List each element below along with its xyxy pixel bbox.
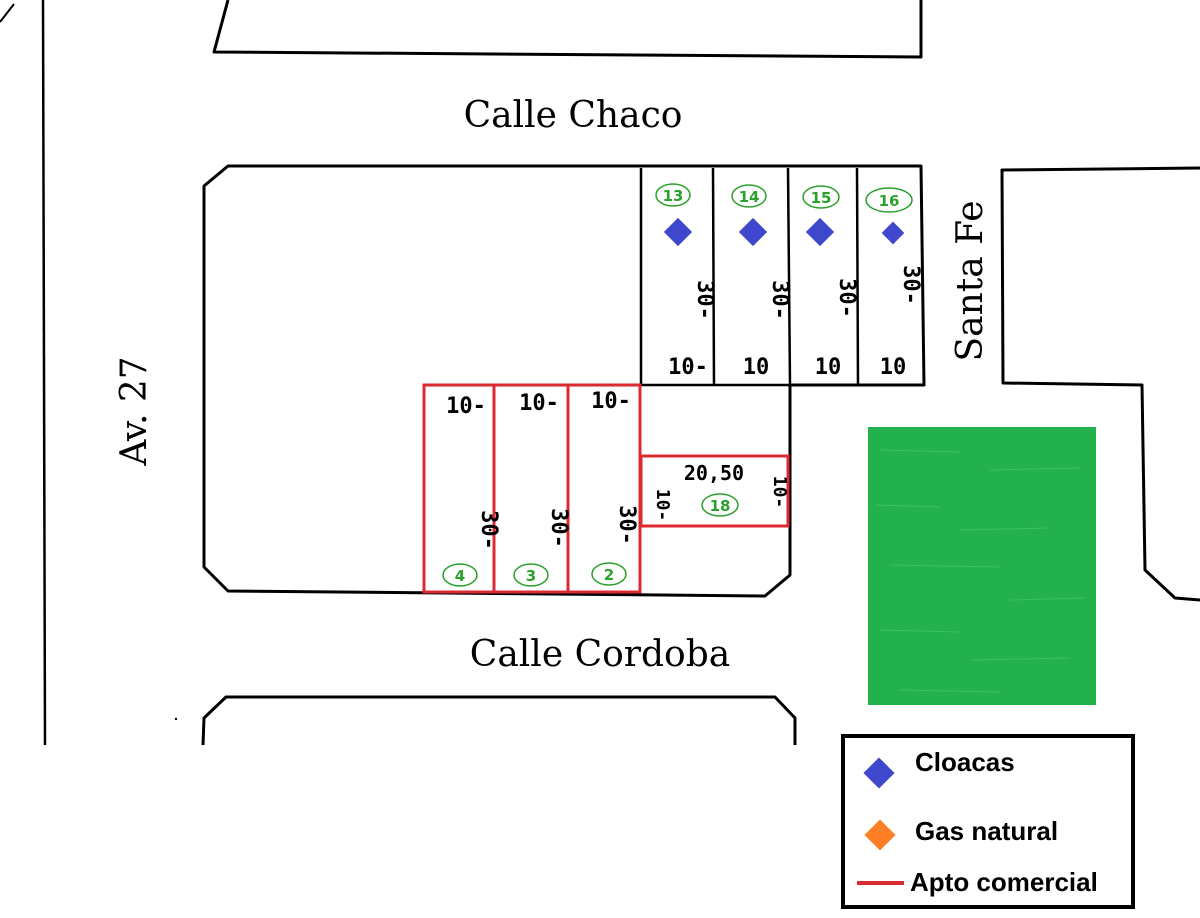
lot-number: 2 — [604, 566, 614, 584]
lot-number: 14 — [739, 188, 760, 206]
lot-divider — [711, 167, 716, 386]
lot-4[interactable]: 10- 30- 4 — [442, 394, 501, 587]
cloacas-diamond-icon — [881, 221, 905, 245]
lot-front: 10 — [815, 355, 842, 380]
street-name-west: Av. 27 — [114, 356, 155, 466]
lot-number: 16 — [879, 192, 900, 210]
lot-18[interactable]: 20,50 10- 10- 18 — [652, 461, 790, 521]
lot-15[interactable]: 15 30- 10 — [802, 185, 859, 380]
lot-number-badge — [865, 187, 913, 213]
legend-label-gas-natural: Gas natural — [915, 816, 1058, 846]
lot-depth: 30- — [834, 278, 859, 318]
avenue-line-west — [41, 0, 47, 746]
lot-16[interactable]: 16 30- 10 — [865, 187, 923, 380]
cloacas-diamond-icon — [805, 217, 835, 247]
lot-number-badge — [442, 563, 478, 587]
lot-depth: 30- — [476, 510, 501, 550]
avenue-corner-mark — [0, 3, 15, 23]
lot-depth: 30- — [767, 280, 792, 320]
legend-box — [841, 734, 1135, 909]
block-outline-north — [212, 0, 923, 59]
green-area — [868, 427, 1096, 705]
lot-side-left: 10- — [652, 489, 673, 522]
legend-label-cloacas: Cloacas — [915, 747, 1015, 777]
block-outline-south — [201, 695, 797, 746]
lot-side-right: 10- — [769, 476, 790, 509]
lot-number: 15 — [811, 189, 832, 207]
block-outline-east — [1000, 166, 1200, 602]
lot-number: 18 — [710, 497, 731, 515]
lot-13[interactable]: 13 30- 10- — [655, 183, 717, 380]
cloacas-diamond-icon — [663, 217, 693, 247]
lot-depth: 30- — [546, 508, 571, 548]
street-name-south: Calle Cordoba — [470, 634, 730, 675]
lot-depth: 30- — [692, 280, 717, 320]
lot-front: 10- — [668, 355, 708, 380]
lot-number-badge — [701, 493, 739, 517]
lot-front: 10- — [519, 391, 559, 416]
lot-depth: 30- — [614, 505, 639, 545]
apto-comercial-outline — [566, 383, 642, 594]
lot-front: 10- — [591, 389, 631, 414]
lot-divider — [855, 167, 860, 386]
speck — [174, 717, 178, 721]
lot-divider — [786, 167, 792, 386]
lot-front: 20,50 — [684, 461, 744, 485]
lot-front: 10 — [880, 355, 907, 380]
lot-number: 3 — [526, 567, 536, 585]
lot-number: 13 — [663, 187, 684, 205]
lot-14[interactable]: 14 30- 10 — [731, 184, 792, 380]
lot-number-badge — [731, 184, 767, 208]
cloacas-diamond-icon — [738, 217, 768, 247]
street-name-east: Santa Fe — [950, 201, 991, 362]
lot-3[interactable]: 10- 30- 3 — [513, 391, 571, 587]
lot-number-badge — [591, 562, 627, 586]
legend-label-apto-comercial: Apto comercial — [910, 867, 1098, 897]
lot-front: 10- — [446, 394, 486, 419]
lot-depth: 30- — [898, 265, 923, 305]
lot-number-badge — [513, 563, 549, 587]
lot-number: 4 — [455, 567, 465, 585]
lot-2[interactable]: 10- 30- 2 — [591, 389, 639, 586]
apto-comercial-outline — [639, 454, 790, 528]
apto-comercial-outline — [492, 383, 570, 594]
legend: Cloacas Gas natural Apto comercial — [841, 734, 1135, 909]
block-outline-main — [202, 164, 926, 598]
lot-number-badge — [802, 185, 840, 209]
street-name-north: Calle Chaco — [464, 95, 683, 136]
lot-front: 10 — [743, 355, 770, 380]
lot-number-badge — [655, 183, 691, 207]
